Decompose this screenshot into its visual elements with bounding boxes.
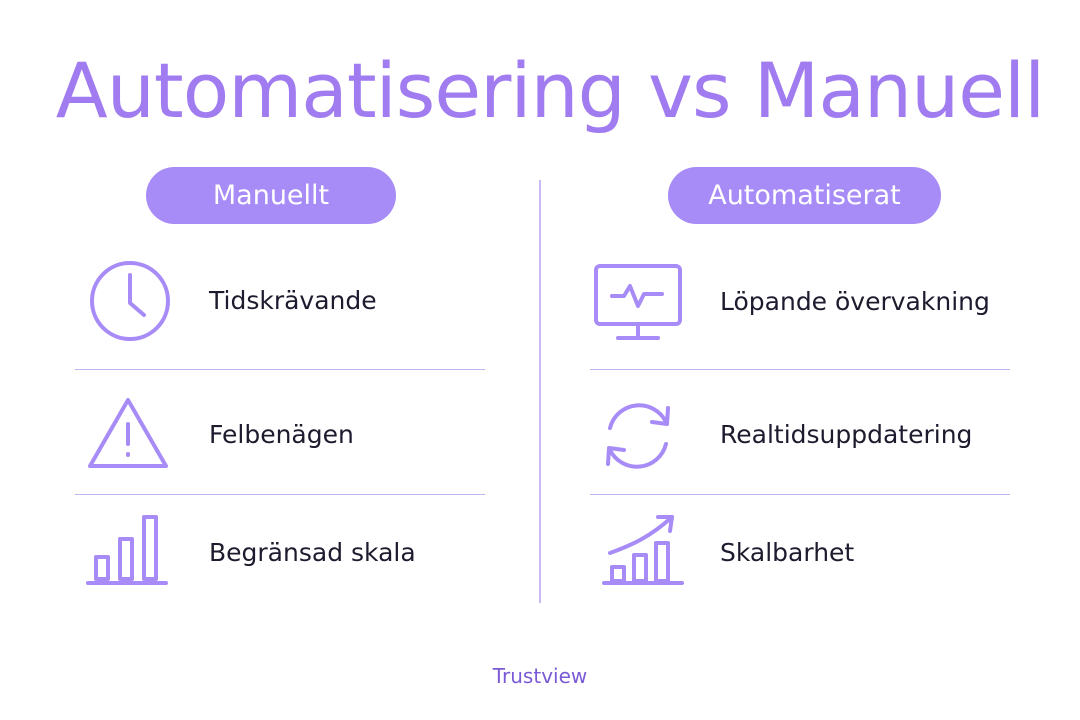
automated-item-1-label: Löpande övervakning (720, 287, 990, 316)
refresh-icon (590, 388, 686, 484)
row-divider (75, 494, 485, 495)
automated-item-3-label: Skalbarhet (720, 538, 855, 567)
automated-header: Automatiserat (668, 167, 941, 224)
monitor-pulse-icon (590, 250, 686, 346)
warning-icon (80, 388, 176, 484)
manual-item-3-label: Begränsad skala (209, 538, 416, 567)
column-divider (539, 180, 541, 603)
manual-item-1-label: Tidskrävande (209, 286, 377, 315)
row-divider (590, 494, 1010, 495)
automated-item-2-label: Realtidsuppdatering (720, 420, 973, 449)
clock-icon (82, 253, 178, 349)
manual-header: Manuellt (146, 167, 396, 224)
row-divider (590, 369, 1010, 370)
row-divider (75, 369, 485, 370)
growth-chart-icon (596, 505, 692, 601)
page-title: Automatisering vs Manuell (55, 46, 1045, 135)
bar-chart-icon (80, 505, 176, 601)
brand-logo: Trustview (492, 664, 588, 688)
manual-item-2-label: Felbenägen (209, 420, 354, 449)
